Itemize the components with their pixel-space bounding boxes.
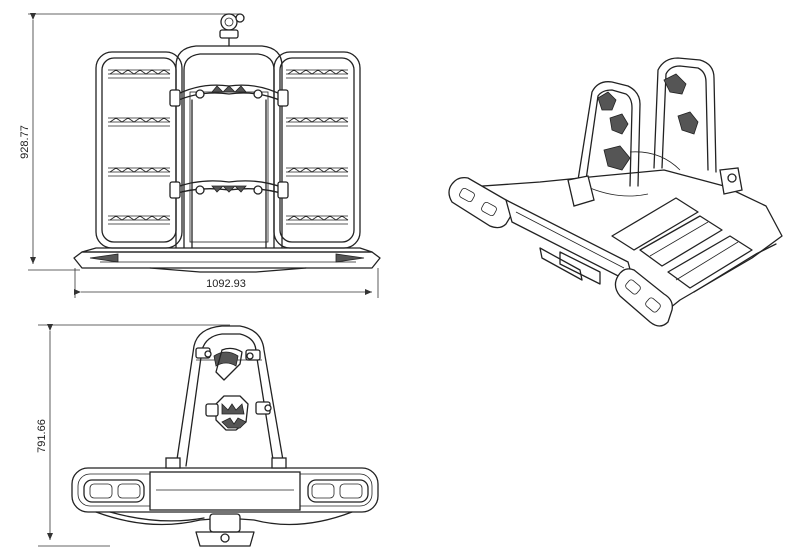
front-view: 928.77 1092.93 bbox=[19, 13, 381, 298]
right-wheel-tray bbox=[273, 51, 361, 249]
side-right-light bbox=[307, 479, 369, 503]
iso-crossbar bbox=[504, 198, 636, 286]
left-wheel-tray bbox=[95, 51, 183, 249]
top-lock-knob bbox=[219, 13, 245, 47]
side-view: 791.66 bbox=[36, 324, 379, 547]
side-height-label: 791.66 bbox=[36, 419, 48, 453]
iso-wheel-rails bbox=[611, 197, 777, 293]
front-width-dimension: 1092.93 bbox=[74, 268, 379, 298]
side-upper-holder bbox=[195, 347, 261, 381]
front-height-dimension: 928.77 bbox=[19, 13, 240, 271]
front-base-platform bbox=[73, 247, 381, 273]
upper-frame-holder bbox=[169, 84, 289, 107]
iso-front-hoop bbox=[577, 81, 641, 187]
central-frame bbox=[175, 45, 283, 249]
iso-right-light bbox=[614, 268, 673, 327]
side-height-dimension: 791.66 bbox=[36, 324, 230, 547]
side-lower-holder bbox=[205, 395, 272, 431]
isometric-view bbox=[448, 57, 783, 327]
front-height-label: 928.77 bbox=[19, 125, 31, 159]
iso-frame-holders bbox=[589, 73, 699, 197]
side-left-light bbox=[83, 479, 145, 503]
lower-frame-holder bbox=[169, 180, 289, 199]
iso-rear-hoop bbox=[653, 57, 717, 173]
iso-hitch bbox=[559, 167, 743, 285]
front-width-label: 1092.93 bbox=[206, 278, 246, 290]
iso-left-light bbox=[448, 176, 514, 229]
side-hitch bbox=[95, 511, 353, 547]
side-base bbox=[71, 457, 379, 513]
